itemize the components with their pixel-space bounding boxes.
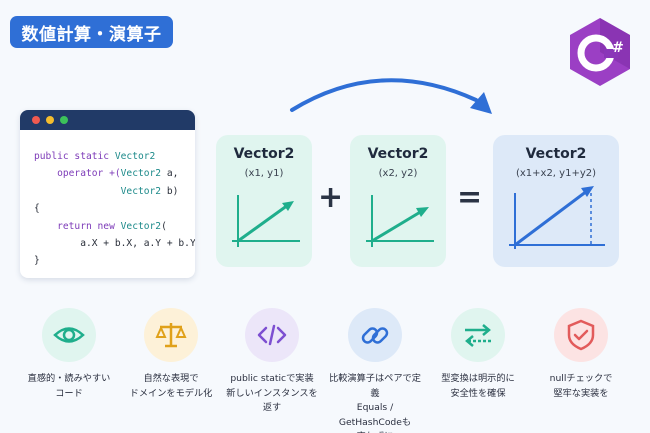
code-token: public static: [34, 151, 115, 162]
code-token: b): [161, 185, 179, 197]
logo-mark: #: [612, 40, 624, 56]
feature-comparison: 比較演算子はペアで定義 Equals / GetHashCodeも 忘れずに: [325, 308, 425, 433]
feature-conversion: 型変換は明示的に 安全性を確保: [428, 308, 528, 401]
feature-icon-circle: [451, 308, 505, 362]
window-title-bar: [20, 110, 195, 130]
scale-icon: [155, 323, 187, 348]
eye-icon: [53, 327, 85, 343]
code-token: a,: [161, 168, 179, 180]
code-token: a.X + b.X, a.Y + b.Y);: [34, 238, 195, 250]
code-token: Vector2: [114, 151, 156, 162]
code-line: return new Vector2(: [34, 218, 195, 235]
code-icon: [257, 324, 287, 346]
card-subtitle: (x2, y2): [378, 168, 418, 179]
code-token: }: [34, 255, 40, 267]
card-subtitle: (x1+x2, y1+y2): [515, 168, 597, 179]
code-token: Vector2: [120, 168, 162, 180]
card-subtitle: (x1, y1): [244, 168, 284, 179]
plus-operator: +: [318, 180, 344, 215]
vector-card-1: Vector2 (x1, y1): [216, 135, 312, 267]
code-token: return new: [34, 220, 121, 232]
code-line: Vector2 b): [34, 183, 195, 200]
feature-readable: 直感的・読みやすい コード: [19, 308, 119, 401]
equals-operator: =: [457, 180, 483, 215]
feature-label: public staticで実装 新しいインスタンスを返す: [226, 373, 318, 413]
feature-icon-circle: [348, 308, 402, 362]
code-token: Vector2: [120, 220, 162, 232]
page-title: 数値計算・演算子: [10, 16, 173, 48]
feature-icon-circle: [245, 308, 299, 362]
feature-public-static: public staticで実装 新しいインスタンスを返す: [222, 308, 322, 416]
code-token: Vector2: [120, 185, 162, 197]
swap-arrows-icon: [465, 324, 491, 347]
feature-label: 自然な表現で ドメインをモデル化: [129, 373, 213, 399]
feature-label: 直感的・読みやすい コード: [27, 373, 111, 399]
code-line: operator +(Vector2 a,: [34, 165, 195, 182]
code-token: [34, 186, 121, 197]
vector-axes-icon: [366, 195, 434, 247]
code-line: {: [34, 200, 195, 217]
code-line: public static Vector2: [34, 148, 195, 165]
maximize-dot-icon: [60, 116, 68, 124]
shield-check-icon: [567, 319, 595, 351]
feature-icon-circle: [144, 308, 198, 362]
feature-label: 比較演算子はペアで定義 Equals / GetHashCodeも 忘れずに: [329, 373, 421, 433]
feature-domain: 自然な表現で ドメインをモデル化: [121, 308, 221, 401]
feature-label: 型変換は明示的に 安全性を確保: [441, 373, 515, 399]
card-title: Vector2: [367, 146, 429, 162]
link-icon: [361, 327, 389, 344]
code-line: }: [34, 252, 195, 269]
feature-icon-circle: [42, 308, 96, 362]
feature-label: nullチェックで 堅牢な実装を: [549, 373, 613, 399]
feature-icon-circle: [554, 308, 608, 362]
curved-arrow-icon: [290, 78, 492, 114]
code-window: public static Vector2 operator +(Vector2…: [20, 110, 195, 278]
feature-null-check: nullチェックで 堅牢な実装を: [531, 308, 631, 401]
code-token: (: [161, 220, 167, 232]
csharp-logo: #: [570, 18, 630, 86]
vector-card-result: Vector2 (x1+x2, y1+y2): [493, 135, 619, 267]
vector-card-2: Vector2 (x2, y2): [350, 135, 446, 267]
vector-axes-icon: [509, 186, 605, 249]
vector-axes-icon: [232, 195, 300, 247]
code-line: a.X + b.X, a.Y + b.Y);: [34, 235, 195, 252]
card-title: Vector2: [233, 146, 295, 162]
code-block: public static Vector2 operator +(Vector2…: [20, 130, 195, 270]
card-title: Vector2: [525, 146, 587, 162]
code-token: {: [34, 203, 40, 215]
minimize-dot-icon: [46, 116, 54, 124]
code-token: operator +(: [34, 168, 121, 180]
close-dot-icon: [32, 116, 40, 124]
